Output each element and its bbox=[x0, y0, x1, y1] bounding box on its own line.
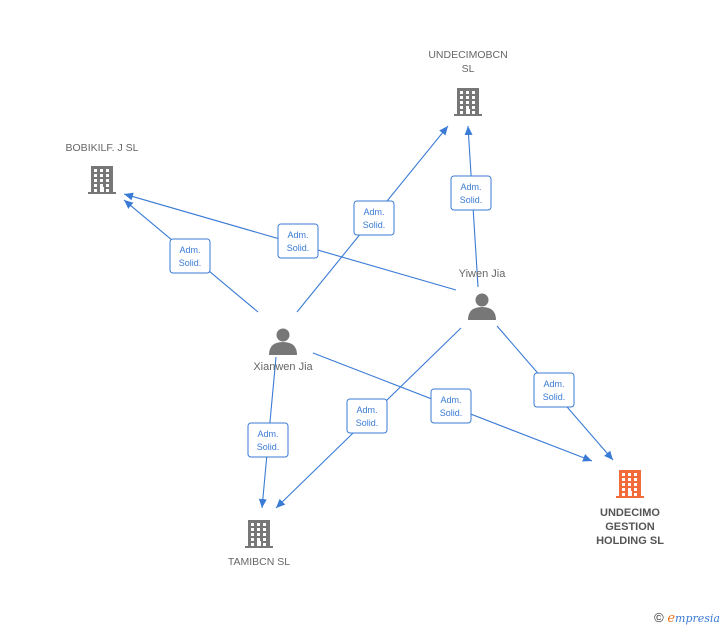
edge-label-text: Adm. bbox=[356, 405, 377, 415]
node-yiwen[interactable]: Yiwen Jia bbox=[459, 268, 507, 320]
edge-label-box bbox=[277, 223, 319, 259]
node-xianwen[interactable]: Xianwen Jia bbox=[253, 328, 314, 374]
nodes-layer: UNDECIMOBCN SL BOBIKILF. J SL Yiwen JiaXian… bbox=[66, 49, 665, 568]
edge-label[interactable]: Adm. Solid. bbox=[430, 388, 472, 424]
edge-label-text: Adm. bbox=[257, 429, 278, 439]
node-label: BOBIKILF. J SL bbox=[66, 142, 139, 154]
edge-label-box bbox=[346, 398, 388, 434]
node-undecimobcn[interactable]: UNDECIMOBCN SL bbox=[428, 49, 508, 116]
edge-label[interactable]: Adm. Solid. bbox=[169, 238, 211, 274]
edge-label-text: Adm. bbox=[287, 230, 308, 240]
edge-label-text: Adm. bbox=[460, 182, 481, 192]
edge-label-text: Solid. bbox=[179, 258, 202, 268]
edge-label-text: Solid. bbox=[363, 220, 386, 230]
edge-label-box bbox=[450, 175, 492, 211]
footer-brand: © empresia bbox=[654, 610, 720, 626]
person-icon bbox=[269, 328, 297, 355]
building-icon bbox=[245, 520, 273, 548]
brand-initial: e bbox=[667, 611, 676, 626]
edge-label-text: Adm. bbox=[440, 395, 461, 405]
node-label: Yiwen Jia bbox=[459, 268, 507, 280]
edge-label-box bbox=[533, 372, 575, 408]
node-label: SL bbox=[462, 63, 475, 75]
building-icon bbox=[454, 88, 482, 116]
building-icon bbox=[88, 166, 116, 194]
copyright-icon: © bbox=[654, 610, 664, 625]
edge-label[interactable]: Adm. Solid. bbox=[533, 372, 575, 408]
node-label: Xianwen Jia bbox=[253, 361, 313, 373]
edge-label-text: Solid. bbox=[543, 392, 566, 402]
node-label: HOLDING SL bbox=[596, 535, 664, 547]
edge-label-text: Solid. bbox=[257, 442, 280, 452]
edge-label-box bbox=[353, 200, 395, 236]
edge-label-text: Solid. bbox=[460, 195, 483, 205]
node-bobikilf[interactable]: BOBIKILF. J SL bbox=[66, 142, 139, 194]
node-label: UNDECIMO bbox=[600, 507, 660, 519]
edge-label[interactable]: Adm. Solid. bbox=[247, 422, 289, 458]
brand-name: mpresia bbox=[675, 612, 720, 625]
edge-label-text: Adm. bbox=[363, 207, 384, 217]
edge-label[interactable]: Adm. Solid. bbox=[346, 398, 388, 434]
edge-label-text: Solid. bbox=[440, 408, 463, 418]
edge-label[interactable]: Adm. Solid. bbox=[277, 223, 319, 259]
edge-label[interactable]: Adm. Solid. bbox=[353, 200, 395, 236]
edge-label[interactable]: Adm. Solid. bbox=[450, 175, 492, 211]
node-undecimo_gestion[interactable]: UNDECIMO GESTION HOLDING SL bbox=[596, 470, 664, 547]
edge-label-text: Solid. bbox=[287, 243, 310, 253]
node-tamibcn[interactable]: TAMIBCN SL bbox=[228, 520, 290, 568]
edge-label-text: Adm. bbox=[543, 379, 564, 389]
edge-label-text: Adm. bbox=[179, 245, 200, 255]
building-icon bbox=[616, 470, 644, 498]
node-label: UNDECIMOBCN bbox=[428, 49, 507, 61]
edge-label-box bbox=[247, 422, 289, 458]
node-label: GESTION bbox=[605, 521, 655, 533]
edge-label-box bbox=[169, 238, 211, 274]
edge-label-text: Solid. bbox=[356, 418, 379, 428]
edge-label-box bbox=[430, 388, 472, 424]
edges-layer: Adm. Solid. Adm. Solid. Adm. Solid. Adm. Solid.… bbox=[123, 125, 614, 509]
person-icon bbox=[468, 293, 496, 320]
node-label: TAMIBCN SL bbox=[228, 556, 290, 568]
